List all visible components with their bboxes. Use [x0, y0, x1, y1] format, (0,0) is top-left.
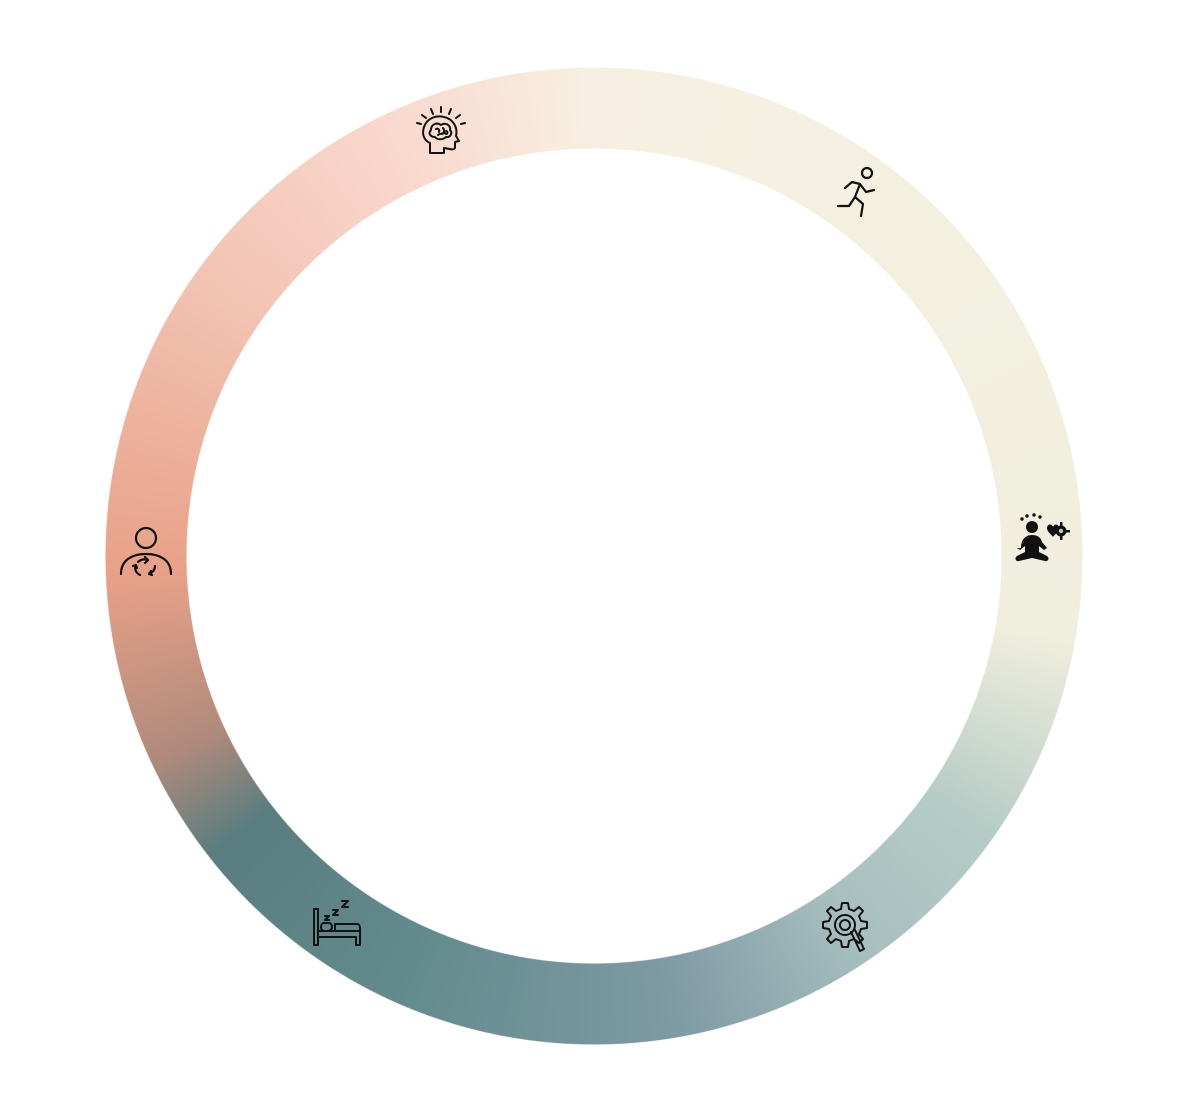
gear-magnifier-icon	[813, 895, 877, 959]
sleeping-bed-icon	[305, 891, 369, 955]
ring-container	[105, 67, 1083, 1045]
person-cycle-icon	[114, 524, 178, 588]
running-person-icon	[825, 162, 889, 226]
color-ring	[105, 67, 1083, 1045]
brain-head-icon	[409, 103, 473, 167]
meditating-person-icon	[1010, 508, 1074, 572]
